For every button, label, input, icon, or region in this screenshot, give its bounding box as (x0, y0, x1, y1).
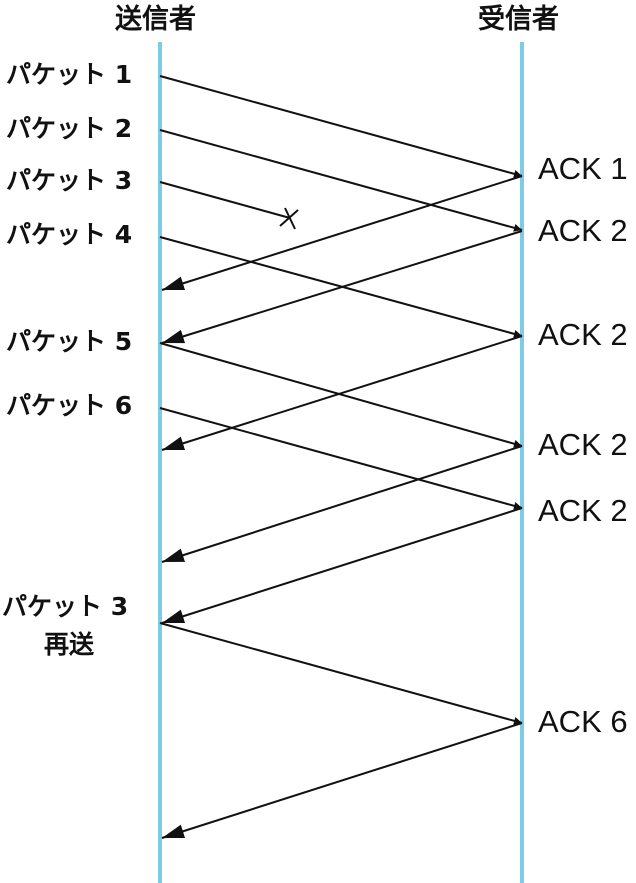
ack-2-arrow (161, 335, 523, 451)
ack-6-arrow (161, 722, 523, 839)
ack-label: ACK 1 (538, 151, 628, 186)
packet-label: パケット 4 (6, 220, 133, 249)
packet-label: パケット 6 (6, 391, 133, 420)
packet-1-arrow (159, 75, 523, 178)
ack-label: ACK 2 (538, 213, 628, 248)
packet-3-resend-arrow (159, 622, 523, 725)
ack-1-arrow (161, 175, 523, 291)
lost-packet-x-mark (279, 207, 299, 230)
ack-2-arrow (161, 230, 523, 344)
packet-6-arrow (159, 407, 523, 510)
sender-header: 送信者 (115, 4, 196, 35)
packet-3-lost-line (159, 181, 291, 219)
packet-label: パケット 5 (6, 327, 133, 356)
packet-label: パケット 3 (6, 166, 133, 195)
ack-label: ACK 6 (538, 704, 628, 739)
packet-2-arrow (159, 129, 523, 232)
ack-label: ACK 2 (538, 317, 628, 352)
packet-label: パケット 1 (6, 60, 133, 89)
ack-label: ACK 2 (538, 427, 628, 462)
packet-label: パケット 2 (6, 114, 133, 143)
packet-5-arrow (159, 342, 523, 448)
ack-label: ACK 2 (538, 493, 628, 528)
ack-2-arrow (161, 507, 523, 624)
receiver-header: 受信者 (478, 4, 559, 35)
resend-label: 再送 (44, 630, 95, 659)
ack-2-arrow (161, 445, 523, 563)
resend-label: パケット 3 (2, 592, 129, 621)
